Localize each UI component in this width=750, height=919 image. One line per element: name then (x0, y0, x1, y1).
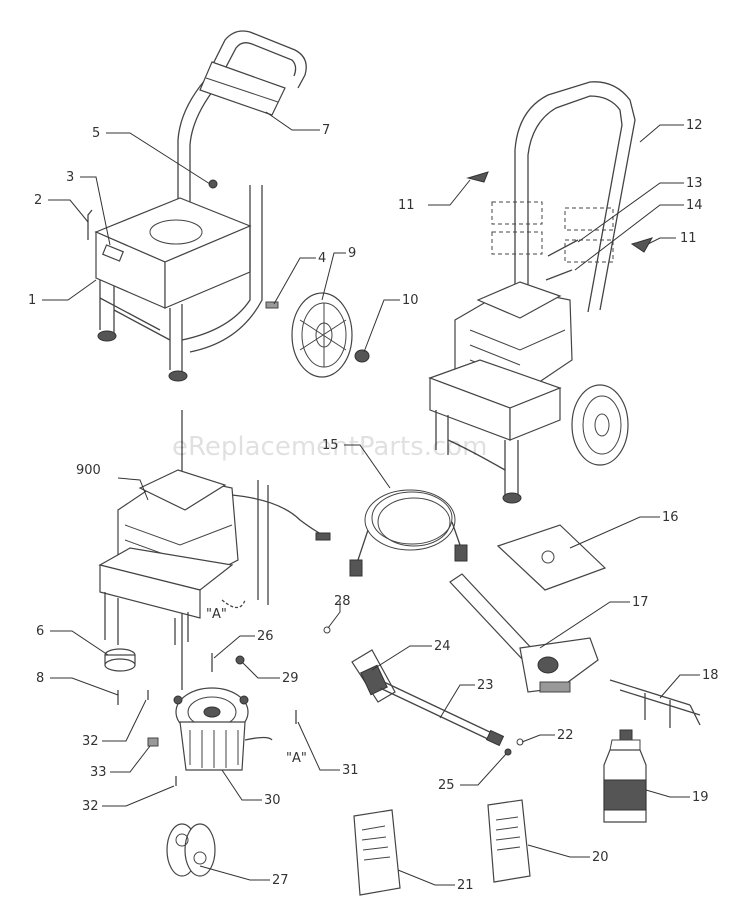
callout-16: 16 (662, 510, 679, 525)
callout-5: 5 (92, 126, 100, 141)
callout-22: 22 (557, 728, 574, 743)
callout-8: 8 (36, 671, 44, 686)
callout-900: 900 (76, 463, 101, 478)
reference-a-upper: "A" (206, 607, 227, 622)
callout-15: 15 (322, 438, 339, 453)
assembled-pressure-washer (428, 81, 654, 504)
reference-a-lower: "A" (286, 751, 307, 766)
callout-12: 12 (686, 118, 703, 133)
callout-11-right: 11 (680, 231, 697, 246)
callout-7: 7 (322, 123, 330, 138)
callout-25: 25 (438, 778, 455, 793)
callout-29: 29 (282, 671, 299, 686)
callout-18: 18 (702, 668, 719, 683)
callout-27: 27 (272, 873, 289, 888)
high-pressure-hose (349, 489, 468, 577)
wand-holder (609, 679, 701, 728)
manuals (353, 799, 531, 896)
callout-4: 4 (318, 251, 326, 266)
callout-10: 10 (402, 293, 419, 308)
frame-assembly (87, 30, 370, 382)
callout-32-bottom: 32 (82, 799, 99, 814)
wand-assembly (323, 626, 524, 756)
mounting-plate (496, 524, 607, 591)
callout-19: 19 (692, 790, 709, 805)
callout-3: 3 (66, 170, 74, 185)
callout-2: 2 (34, 193, 42, 208)
callout-6: 6 (36, 624, 44, 639)
callout-9: 9 (348, 246, 356, 261)
callout-13: 13 (686, 176, 703, 191)
spray-gun (449, 573, 599, 693)
callout-labels: 1 2 3 5 4 9 10 7 11 12 13 14 11 15 16 17… (28, 118, 719, 893)
callout-14: 14 (686, 198, 703, 213)
callout-1: 1 (28, 293, 36, 308)
watermark: eReplacementParts.com (172, 432, 488, 462)
callout-30: 30 (264, 793, 281, 808)
leader-lines (42, 111, 700, 886)
callout-23: 23 (477, 678, 494, 693)
engine-pump-assembly (98, 410, 331, 877)
callout-20: 20 (592, 850, 609, 865)
callout-11-left: 11 (398, 198, 415, 213)
callout-21: 21 (457, 878, 474, 893)
callout-32-top: 32 (82, 734, 99, 749)
callout-31: 31 (342, 763, 359, 778)
callout-17: 17 (632, 595, 649, 610)
oil-bottle (603, 729, 647, 823)
callout-24: 24 (434, 639, 451, 654)
callout-28: 28 (334, 594, 351, 609)
callout-33: 33 (90, 765, 107, 780)
callout-26: 26 (257, 629, 274, 644)
